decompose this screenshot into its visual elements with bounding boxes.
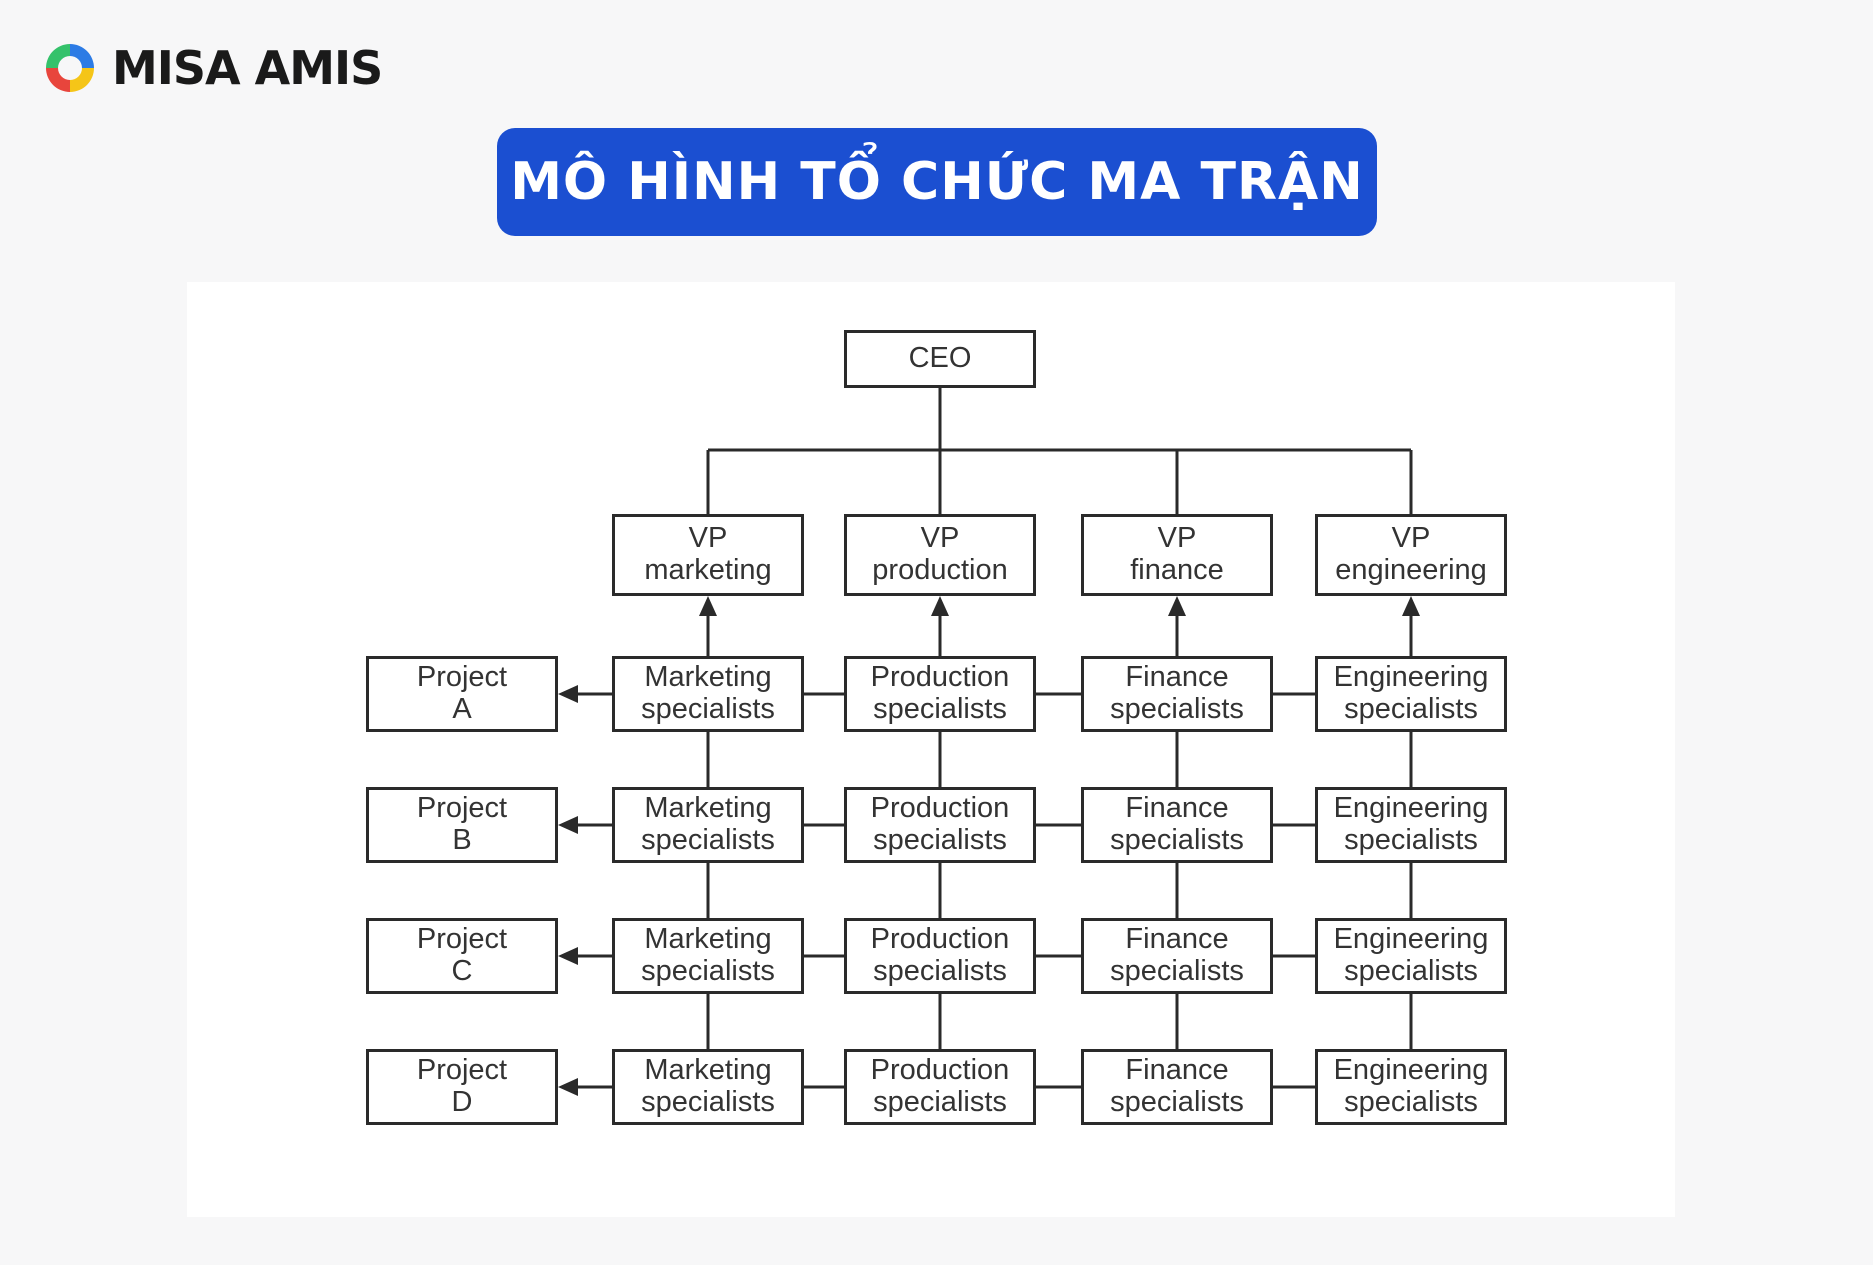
finance-specialists-c-box-line1: Finance	[1125, 923, 1229, 956]
ceo-box-label: CEO	[908, 342, 972, 375]
production-specialists-b-box-line1: Production	[870, 792, 1010, 825]
arrow-left-project-c-icon	[558, 947, 578, 965]
arrow-up-vp-marketing-icon	[699, 596, 717, 616]
ceo-box: CEO	[844, 330, 1036, 388]
production-specialists-c-box-line2: specialists	[873, 955, 1007, 987]
arrow-up-vp-engineering-icon	[1402, 596, 1420, 616]
vp-production-box-line1: VP	[920, 522, 960, 555]
vp-production-box-line2: production	[872, 554, 1008, 586]
vp-finance-box-line1: VP	[1157, 522, 1197, 555]
connector-lines	[558, 388, 1420, 1096]
engineering-specialists-b-box-line2: specialists	[1344, 824, 1478, 856]
arrow-up-vp-production-icon	[931, 596, 949, 616]
finance-specialists-a-box-line2: specialists	[1110, 693, 1244, 725]
project-d-box-line1: Project	[416, 1054, 508, 1087]
finance-specialists-a-box-line1: Finance	[1125, 661, 1229, 694]
brand-name: MISA AMIS	[112, 41, 383, 95]
marketing-specialists-d-box-line1: Marketing	[644, 1054, 772, 1087]
project-d-box-line2: D	[451, 1086, 473, 1118]
vp-finance-box-line2: finance	[1130, 554, 1224, 586]
marketing-specialists-c-box-line2: specialists	[641, 955, 775, 987]
arrow-left-project-a-icon	[558, 685, 578, 703]
finance-specialists-d-box-line1: Finance	[1125, 1054, 1229, 1087]
marketing-specialists-a-box-line2: specialists	[641, 693, 775, 725]
marketing-specialists-b-box-line1: Marketing	[644, 792, 772, 825]
production-specialists-d-box-line2: specialists	[873, 1086, 1007, 1118]
arrow-up-vp-finance-icon	[1168, 596, 1186, 616]
vp-marketing-box-line2: marketing	[644, 554, 772, 586]
production-specialists-c-box-line1: Production	[870, 923, 1010, 956]
project-b-box-line2: B	[452, 824, 472, 856]
finance-specialists-b-box-line2: specialists	[1110, 824, 1244, 856]
vp-engineering-box-line1: VP	[1391, 522, 1431, 555]
engineering-specialists-b-box-line1: Engineering	[1333, 792, 1489, 825]
engineering-specialists-d-box-line2: specialists	[1344, 1086, 1478, 1118]
page-title: MÔ HÌNH TỔ CHỨC MA TRẬN	[510, 152, 1364, 212]
engineering-specialists-d-box-line1: Engineering	[1333, 1054, 1489, 1087]
project-c-box-line1: Project	[416, 923, 508, 956]
marketing-specialists-a-box-line1: Marketing	[644, 661, 772, 694]
project-c-box-line2: C	[451, 955, 473, 987]
engineering-specialists-c-box-line2: specialists	[1344, 955, 1478, 987]
arrow-left-project-b-icon	[558, 816, 578, 834]
marketing-specialists-d-box-line2: specialists	[641, 1086, 775, 1118]
finance-specialists-c-box-line2: specialists	[1110, 955, 1244, 987]
production-specialists-a-box-line2: specialists	[873, 693, 1007, 725]
vp-engineering-box-line2: engineering	[1335, 554, 1487, 586]
misa-ring-logo-icon	[46, 44, 94, 92]
brand-logo: MISA AMIS	[42, 38, 383, 98]
finance-specialists-b-box-line1: Finance	[1125, 792, 1229, 825]
project-a-box-line2: A	[452, 693, 472, 725]
production-specialists-a-box-line1: Production	[870, 661, 1010, 694]
production-specialists-b-box-line2: specialists	[873, 824, 1007, 856]
project-a-box-line1: Project	[416, 661, 508, 694]
engineering-specialists-a-box-line1: Engineering	[1333, 661, 1489, 694]
production-specialists-d-box-line1: Production	[870, 1054, 1010, 1087]
marketing-specialists-c-box-line1: Marketing	[644, 923, 772, 956]
engineering-specialists-a-box-line2: specialists	[1344, 693, 1478, 725]
vp-marketing-box-line1: VP	[688, 522, 728, 555]
title-banner: MÔ HÌNH TỔ CHỨC MA TRẬN	[497, 128, 1377, 236]
finance-specialists-d-box-line2: specialists	[1110, 1086, 1244, 1118]
engineering-specialists-c-box-line1: Engineering	[1333, 923, 1489, 956]
arrow-left-project-d-icon	[558, 1078, 578, 1096]
project-b-box-line1: Project	[416, 792, 508, 825]
marketing-specialists-b-box-line2: specialists	[641, 824, 775, 856]
